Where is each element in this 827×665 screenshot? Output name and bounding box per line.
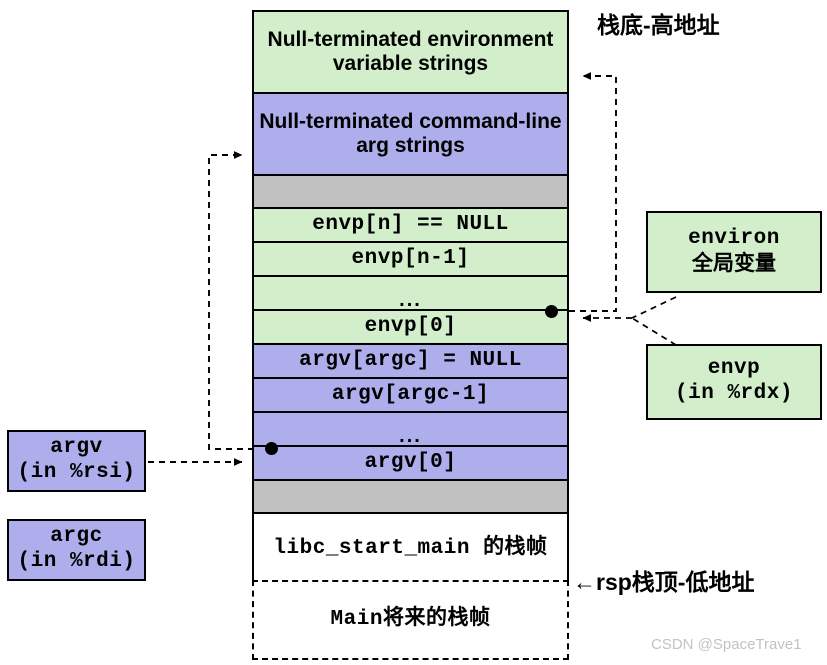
callout-environ-line2: 全局变量 [692, 252, 776, 276]
stack-row-argv-ellipsis: ... [252, 411, 569, 447]
envp-ellipsis-label: ... [399, 289, 422, 311]
callout-envp: envp (in %rdx) [646, 344, 822, 420]
envp-0-label: envp[0] [364, 314, 457, 338]
argv-0-label: argv[0] [364, 450, 457, 474]
stack-row-arg-strings: Null-terminated command-line arg strings [252, 92, 569, 174]
callout-argv-line2: (in %rsi) [17, 461, 136, 484]
watermark-text: CSDN @SpaceTrave1 [651, 636, 802, 653]
arg-strings-line2: command-line arg strings [356, 109, 562, 157]
callout-argv: argv (in %rsi) [7, 430, 146, 492]
stack-row-argv-argc-1: argv[argc-1] [252, 377, 569, 411]
stack-row-argv-0: argv[0] [252, 445, 569, 479]
label-rsp-stack-top-low-address: ←rsp栈顶-低地址 [573, 569, 755, 595]
argv-0-pointer-dot-icon [265, 442, 278, 455]
stack-row-envp-ellipsis: ... [252, 275, 569, 311]
envp-n-1-label: envp[n-1] [351, 246, 470, 270]
env-strings-line2: environment variable strings [332, 27, 554, 75]
stack-row-envp-null: envp[n] == NULL [252, 207, 569, 241]
argv-argc-1-label: argv[argc-1] [331, 382, 490, 406]
callout-argv-line1: argv [50, 436, 103, 460]
envp-null-label: envp[n] == NULL [312, 212, 509, 236]
main-future-stack-frame: Main将来的栈帧 [252, 580, 569, 660]
callout-envp-line2: (in %rdx) [675, 382, 793, 405]
stack-row-env-strings: Null-terminated environment variable str… [252, 10, 569, 92]
callout-envp-line1: envp [707, 357, 761, 381]
argv-ellipsis-label: ... [399, 425, 422, 447]
arg-strings-line1: Null-terminated [259, 109, 414, 133]
stack-row-spacer-bottom [252, 479, 569, 512]
stack-row-envp-n-1: envp[n-1] [252, 241, 569, 275]
env-strings-line1: Null-terminated [267, 27, 422, 51]
argv-null-label: argv[argc] = NULL [299, 348, 522, 372]
stack-row-envp-0: envp[0] [252, 309, 569, 343]
callout-argc-line2: (in %rdi) [17, 550, 136, 573]
libc-frame-line1: libc_start_main [273, 536, 470, 560]
stack-row-spacer-top [252, 174, 569, 207]
libc-frame-line2: 的栈帧 [483, 536, 548, 560]
callout-argc: argc (in %rdi) [7, 519, 146, 581]
envp-0-pointer-dot-icon [545, 305, 558, 318]
main-future-frame-label: Main将来的栈帧 [330, 607, 491, 631]
callout-argc-line1: argc [50, 525, 103, 549]
callout-environ: environ 全局变量 [646, 211, 822, 293]
stack-row-libc-frame: libc_start_main 的栈帧 [252, 512, 569, 586]
callout-environ-line1: environ [688, 227, 780, 251]
stack-row-argv-null: argv[argc] = NULL [252, 343, 569, 377]
label-stack-bottom-high-address: 栈底-高地址 [597, 12, 720, 38]
process-stack-column: Null-terminated environment variable str… [252, 10, 569, 586]
